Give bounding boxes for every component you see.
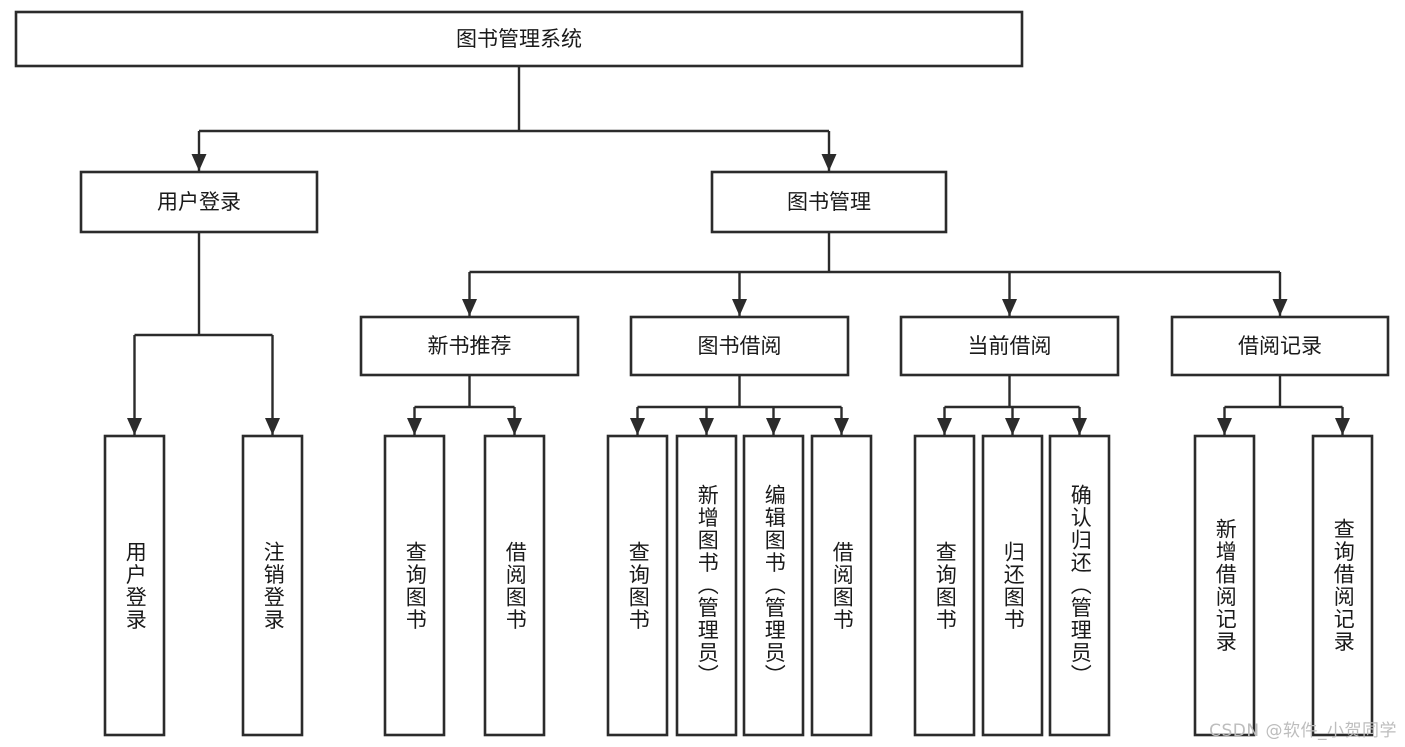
node-box-leaf-add-record[interactable] <box>1193 434 1256 737</box>
node-box-leaf-edit-book[interactable] <box>742 434 805 737</box>
node-box-leaf-user-logout[interactable] <box>241 434 304 737</box>
node-user-login[interactable]: 用户登录 <box>79 170 319 234</box>
node-book-borrow[interactable]: 图书借阅 <box>629 315 850 377</box>
node-label-book-borrow: 图书借阅 <box>698 334 782 358</box>
arrow-head-icon-leaf-edit-book <box>766 418 781 435</box>
arrow-head-icon-leaf-borrow-book-1 <box>507 418 522 435</box>
node-label-borrow-record: 借阅记录 <box>1238 334 1322 358</box>
node-leaf-add-record[interactable] <box>1193 434 1256 737</box>
node-box-leaf-confirm-return[interactable] <box>1048 434 1111 737</box>
arrow-head-icon-leaf-query-record <box>1335 418 1350 435</box>
arrow-head-icon-leaf-query-book-1 <box>407 418 422 435</box>
node-box-user-login[interactable] <box>79 170 319 234</box>
arrow-head-icon-leaf-borrow-book-2 <box>834 418 849 435</box>
node-box-leaf-query-record[interactable] <box>1311 434 1374 737</box>
node-leaf-borrow-book-1[interactable] <box>483 434 546 737</box>
arrow-head-icon-new-book-recommend <box>462 299 477 316</box>
node-box-leaf-borrow-book-2[interactable] <box>810 434 873 737</box>
connector-layer <box>127 66 1350 435</box>
arrow-head-icon-borrow-record <box>1272 299 1288 316</box>
node-leaf-user-logout[interactable] <box>241 434 304 737</box>
arrow-head-icon-leaf-add-book <box>699 418 714 435</box>
arrow-head-icon-leaf-user-login <box>127 418 142 435</box>
node-box-leaf-borrow-book-1[interactable] <box>483 434 546 737</box>
node-box-book-manage[interactable] <box>710 170 948 234</box>
node-book-manage[interactable]: 图书管理 <box>710 170 948 234</box>
node-box-leaf-query-book-2[interactable] <box>606 434 669 737</box>
node-box-new-book-recommend[interactable] <box>359 315 580 377</box>
node-root[interactable]: 图书管理系统 <box>14 10 1024 68</box>
node-label-current-borrow: 当前借阅 <box>968 334 1052 358</box>
node-leaf-confirm-return[interactable] <box>1048 434 1111 737</box>
arrow-head-icon-leaf-query-book-2 <box>630 418 645 435</box>
node-current-borrow[interactable]: 当前借阅 <box>899 315 1120 377</box>
node-label-root: 图书管理系统 <box>456 27 582 51</box>
node-leaf-query-record[interactable] <box>1311 434 1374 737</box>
arrow-head-icon-leaf-user-logout <box>265 418 280 435</box>
node-leaf-user-login[interactable] <box>103 434 166 737</box>
arrow-head-icon-leaf-add-record <box>1217 418 1232 435</box>
node-leaf-add-book[interactable] <box>675 434 738 737</box>
node-box-borrow-record[interactable] <box>1170 315 1390 377</box>
node-box-book-borrow[interactable] <box>629 315 850 377</box>
watermark-text: CSDN @软件_小贺同学 <box>1209 721 1397 741</box>
node-box-root[interactable] <box>14 10 1024 68</box>
node-leaf-return-book[interactable] <box>981 434 1044 737</box>
arrow-head-icon-book-manage <box>821 154 837 171</box>
node-leaf-query-book-2[interactable] <box>606 434 669 737</box>
node-box-leaf-return-book[interactable] <box>981 434 1044 737</box>
arrow-head-icon-leaf-query-book-3 <box>937 418 952 435</box>
node-box-current-borrow[interactable] <box>899 315 1120 377</box>
arrow-head-icon-current-borrow <box>1002 299 1017 316</box>
node-box-leaf-user-login[interactable] <box>103 434 166 737</box>
arrow-head-icon-leaf-return-book <box>1005 418 1020 435</box>
node-label-user-login: 用户登录 <box>157 190 241 214</box>
node-label-book-manage: 图书管理 <box>787 190 871 214</box>
node-leaf-query-book-1[interactable] <box>383 434 446 737</box>
node-box-leaf-query-book-1[interactable] <box>383 434 446 737</box>
node-leaf-query-book-3[interactable] <box>913 434 976 737</box>
node-new-book-recommend[interactable]: 新书推荐 <box>359 315 580 377</box>
node-box-leaf-query-book-3[interactable] <box>913 434 976 737</box>
node-box-leaf-add-book[interactable] <box>675 434 738 737</box>
arrow-head-icon-leaf-confirm-return <box>1072 418 1087 435</box>
node-borrow-record[interactable]: 借阅记录 <box>1170 315 1390 377</box>
node-leaf-edit-book[interactable] <box>742 434 805 737</box>
node-label-new-book-recommend: 新书推荐 <box>428 334 512 358</box>
node-leaf-borrow-book-2[interactable] <box>810 434 873 737</box>
arrow-head-icon-user-login <box>191 154 207 171</box>
arrow-head-icon-book-borrow <box>732 299 747 316</box>
